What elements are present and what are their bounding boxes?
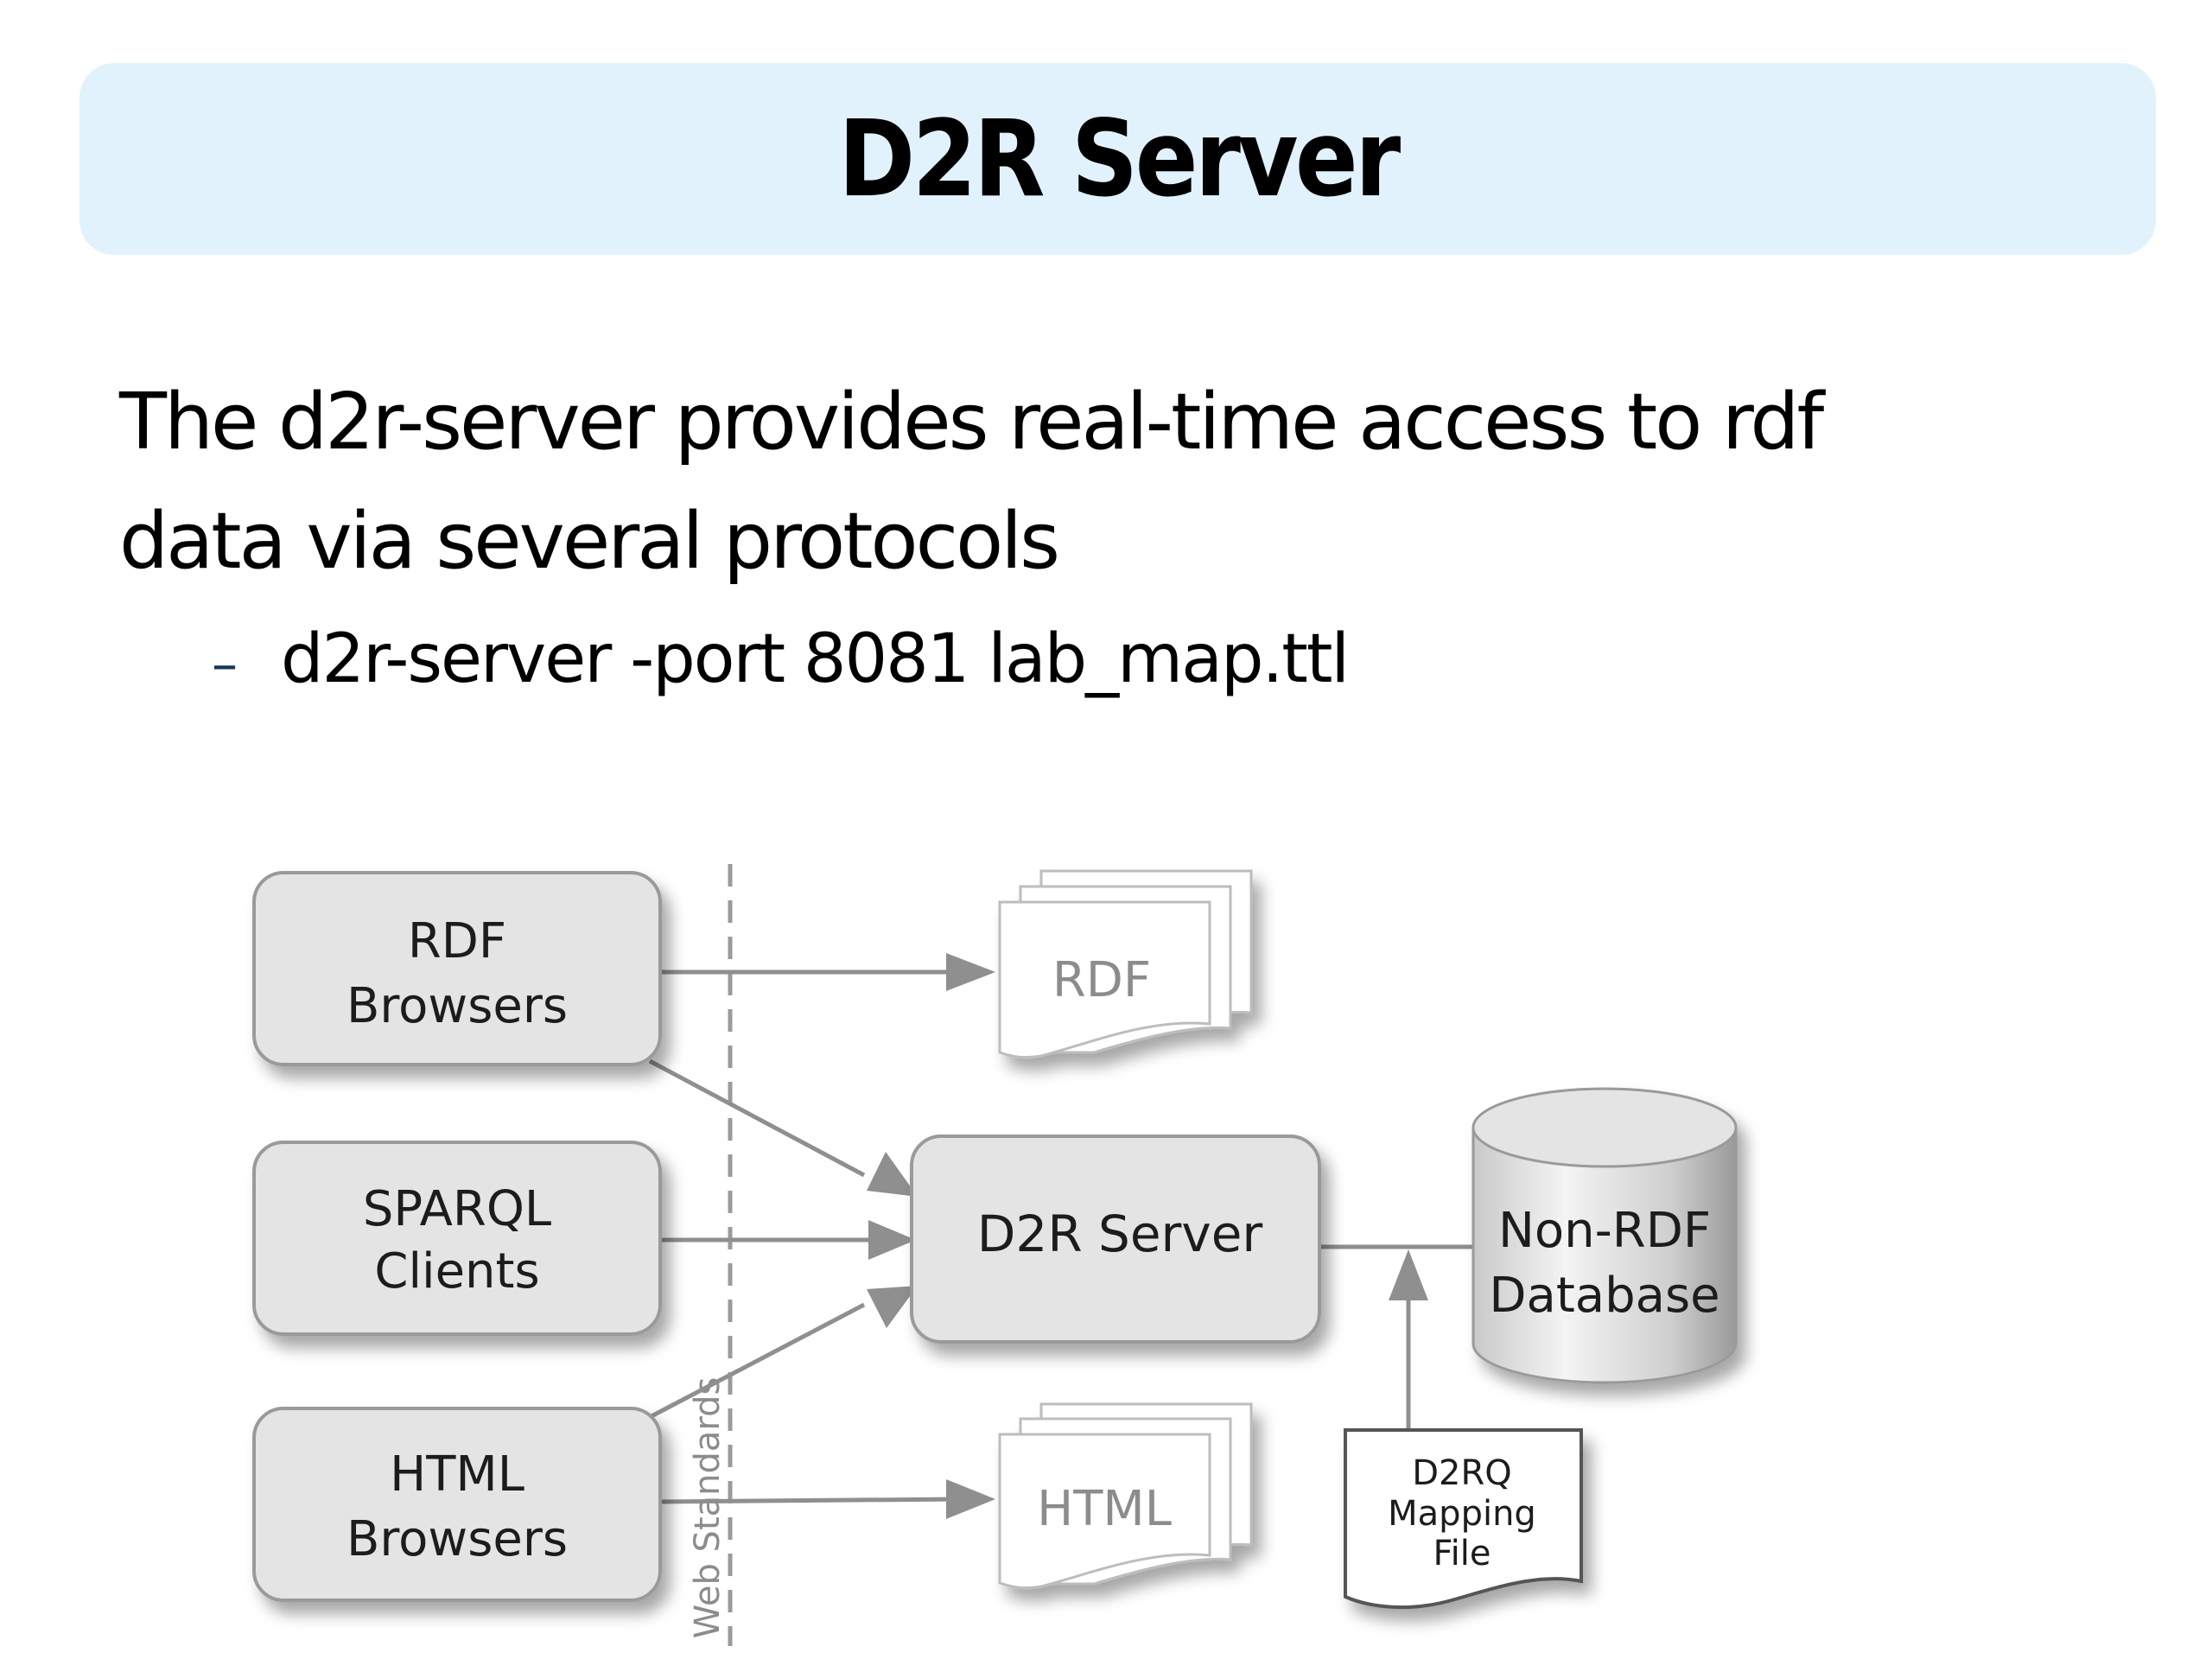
html-document-stack-icon: HTML: [998, 1402, 1253, 1590]
arrow-html-browsers-to-html: [659, 1497, 960, 1504]
mapping-label-line1: D2RQ: [1412, 1453, 1512, 1493]
database-cylinder-icon: Non-RDF Database: [1471, 1087, 1738, 1384]
client-label-line2: Clients: [374, 1243, 539, 1300]
client-label-line1: HTML: [390, 1446, 524, 1503]
rdf-document-label: RDF: [1052, 952, 1151, 1008]
command-text: d2r-server -port 8081 lab_map.ttl: [281, 620, 1350, 698]
arrowhead-icon: [946, 1479, 995, 1519]
body-paragraph: The d2r-server provides real-time access…: [119, 363, 2107, 601]
web-standards-label: Web Standards: [688, 1377, 728, 1639]
mapping-label-line2: Mapping: [1388, 1494, 1536, 1534]
html-document-label: HTML: [1037, 1481, 1172, 1537]
rdf-document-stack-icon: RDF: [998, 869, 1253, 1059]
arrowhead-icon: [1389, 1249, 1428, 1300]
bullet-dash-icon: –: [212, 634, 238, 695]
title-banner: D2R Server: [79, 63, 2156, 255]
client-sparql-clients: SPARQL Clients: [252, 1141, 662, 1336]
client-label-line2: Browsers: [346, 978, 568, 1034]
client-label-line1: RDF: [408, 913, 506, 969]
client-html-browsers: HTML Browsers: [252, 1407, 662, 1602]
d2r-server-node: D2R Server: [910, 1135, 1321, 1344]
sub-bullet: – d2r-server -port 8081 lab_map.ttl: [212, 620, 1350, 698]
mapping-label-line3: File: [1433, 1534, 1491, 1573]
slide-title: D2R Server: [837, 98, 1401, 220]
connectors: [648, 969, 1478, 1504]
database-label-line2: Database: [1489, 1268, 1719, 1324]
arrowhead-icon: [867, 1286, 918, 1328]
body-line-1: The d2r-server provides real-time access…: [119, 377, 1824, 467]
arrowhead-icon: [868, 1220, 916, 1260]
body-line-2: data via several protocols: [119, 496, 1060, 587]
mapping-file-icon: D2RQ Mapping File: [1344, 1428, 1583, 1610]
server-label: D2R Server: [977, 1205, 1263, 1263]
arrowheads: [867, 953, 1428, 1519]
arrowhead-icon: [867, 1152, 918, 1197]
database-label-line1: Non-RDF: [1498, 1203, 1711, 1259]
arrowhead-icon: [946, 953, 995, 991]
arrow-rdf-browsers-to-server: [648, 1058, 866, 1178]
client-label-line2: Browsers: [346, 1511, 568, 1567]
client-rdf-browsers: RDF Browsers: [252, 871, 662, 1066]
arrow-html-browsers-to-server: [648, 1302, 866, 1420]
client-label-line1: SPARQL: [363, 1181, 551, 1237]
